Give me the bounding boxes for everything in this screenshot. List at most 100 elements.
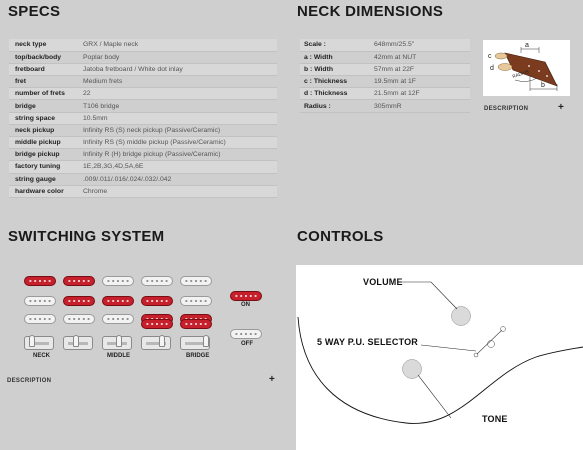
pickup-off-icon — [180, 276, 212, 286]
neck-diagram-illustration: a b c d RADIUS — [488, 42, 558, 91]
neck-dimensions-title: NECK DIMENSIONS — [297, 3, 444, 20]
diagram-label-a: a — [525, 42, 529, 49]
specs-label: bridge — [9, 99, 83, 113]
switching-system-title: SWITCHING SYSTEM — [8, 228, 165, 245]
legend-on-icon — [230, 291, 262, 301]
neck-value: 21.5mm at 12F — [374, 87, 470, 101]
selector-switch — [473, 326, 506, 358]
neck-label: c : Thickness — [300, 75, 374, 89]
pickup-off-icon — [180, 296, 212, 306]
neck-description-plus-icon[interactable]: + — [558, 102, 564, 113]
neck-value: 19.5mm at 1F — [374, 75, 470, 89]
specs-value: Medium frets — [83, 75, 277, 89]
specs-value: T106 bridge — [83, 99, 277, 113]
diagram-label-radius: RADIUS — [512, 69, 530, 79]
neck-row: Scale :648mm/25.5" — [300, 39, 470, 52]
selector-switch-icon — [141, 335, 171, 350]
specs-row: string gauge.009/.011/.016/.024/.032/.04… — [9, 173, 277, 186]
selector-lever-icon — [116, 335, 122, 347]
neck-value: 57mm at 22F — [374, 63, 470, 77]
neck-row: Radius :305mmR — [300, 99, 470, 113]
pickup-on-icon — [180, 319, 212, 329]
selector-lever-icon — [159, 335, 165, 347]
selector-switch-icon — [24, 335, 54, 350]
specs-value: 1E,2B,3G,4D,5A,6E — [83, 160, 277, 174]
specs-value: Infinity RS (S) neck pickup (Passive/Cer… — [83, 124, 277, 138]
controls-title: CONTROLS — [297, 228, 384, 245]
specs-label: number of frets — [9, 87, 83, 101]
specs-label: fret — [9, 75, 83, 89]
controls-diagram: VOLUME 5 WAY P.U. SELECTOR TONE — [296, 265, 583, 450]
specs-label: factory tuning — [9, 160, 83, 174]
neck-description-toggle[interactable]: DESCRIPTION — [484, 106, 529, 112]
legend-off-icon — [230, 329, 262, 339]
neck-diagram: a b c d RADIUS — [483, 40, 570, 96]
specs-value: GRX / Maple neck — [83, 39, 277, 52]
specs-label: bridge pickup — [9, 148, 83, 162]
pickup-off-icon — [141, 276, 173, 286]
specs-label: neck pickup — [9, 124, 83, 138]
specs-value: 10.5mm — [83, 112, 277, 125]
specs-value: 22 — [83, 87, 277, 101]
pickup-on-icon — [102, 296, 134, 306]
neck-label: Scale : — [300, 39, 374, 52]
switch-label-middle: MIDDLE — [107, 353, 130, 359]
specs-value: Poplar body — [83, 51, 277, 64]
selector-switch-icon — [180, 335, 210, 350]
diagram-label-c: c — [488, 53, 492, 60]
neck-label: b : Width — [300, 63, 374, 77]
switch-label-bridge: BRIDGE — [186, 353, 210, 359]
selector-lever-icon — [203, 335, 209, 347]
specs-value: Chrome — [83, 185, 277, 198]
pickup-off-icon — [102, 314, 134, 324]
specs-label: middle pickup — [9, 136, 83, 150]
neck-label: a : Width — [300, 51, 374, 64]
pickup-off-icon — [24, 296, 56, 306]
legend-label-on: ON — [241, 302, 250, 308]
specs-label: neck type — [9, 39, 83, 52]
diagram-label-b: b — [541, 82, 545, 89]
volume-knob — [451, 306, 471, 326]
neck-label: d : Thickness — [300, 87, 374, 101]
neck-label: Radius : — [300, 99, 374, 113]
switching-description-toggle[interactable]: DESCRIPTION — [7, 378, 52, 384]
tone-label: TONE — [482, 414, 508, 424]
tone-knob — [402, 359, 422, 379]
specs-value: Jatoba fretboard / White dot inlay — [83, 63, 277, 77]
specs-label: hardware color — [9, 185, 83, 198]
diagram-label-d: d — [490, 65, 494, 72]
legend-label-off: OFF — [241, 341, 253, 347]
pickup-on-icon — [63, 276, 95, 286]
pickup-off-icon — [24, 314, 56, 324]
switching-description-plus-icon[interactable]: + — [269, 374, 275, 385]
pickup-on-icon — [63, 296, 95, 306]
specs-label: top/back/body — [9, 51, 83, 64]
specs-title: SPECS — [8, 3, 61, 20]
specs-label: fretboard — [9, 63, 83, 77]
pickup-on-icon — [141, 296, 173, 306]
selector-lever-icon — [29, 335, 35, 347]
specs-value: .009/.011/.016/.024/.032/.042 — [83, 173, 277, 186]
selector-label: 5 WAY P.U. SELECTOR — [317, 337, 419, 347]
selector-switch-icon — [63, 335, 93, 350]
specs-value: Infinity R (H) bridge pickup (Passive/Ce… — [83, 148, 277, 162]
pickup-off-icon — [102, 276, 134, 286]
controls-illustration — [297, 281, 583, 424]
